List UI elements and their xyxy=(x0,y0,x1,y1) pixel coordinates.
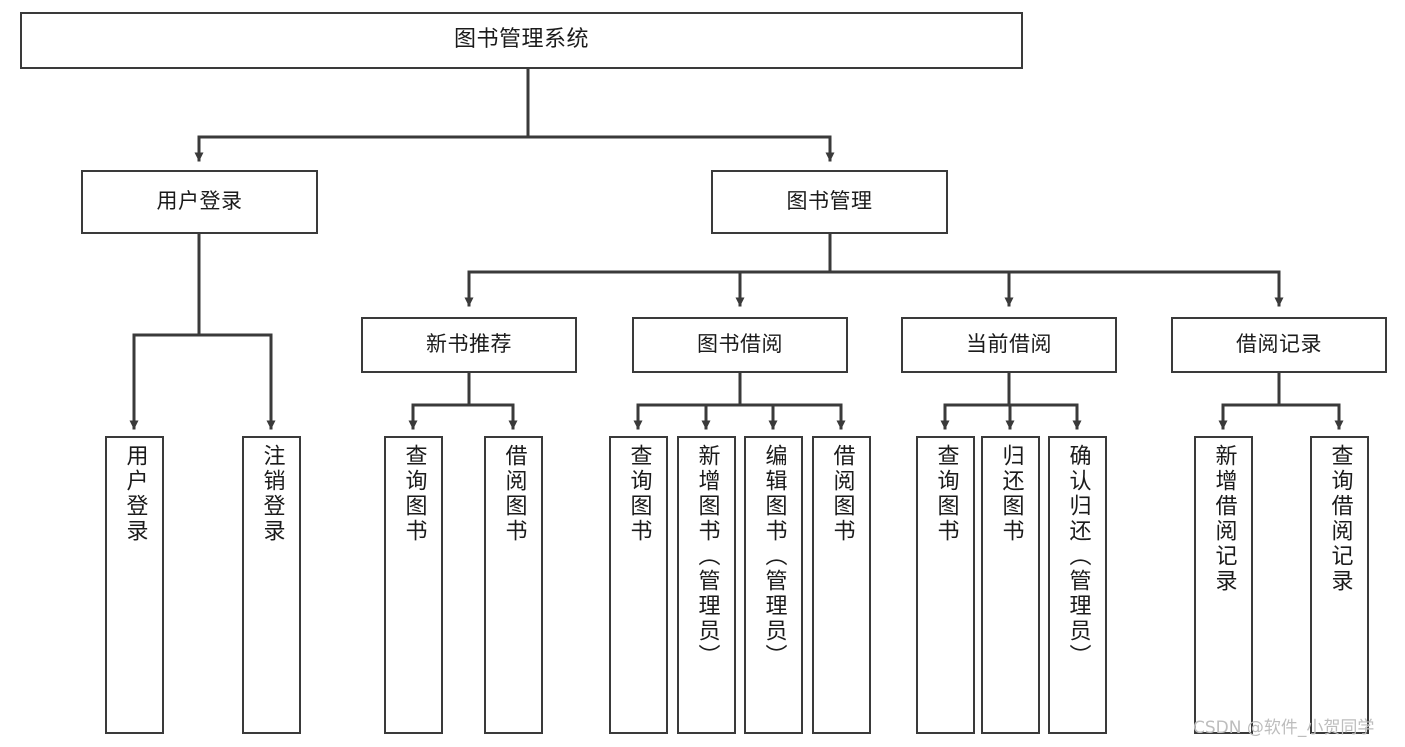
node-label: 新增借阅记录 xyxy=(1211,444,1237,594)
node-label: 用户登录 xyxy=(122,444,148,544)
node-label: 当前借阅 xyxy=(966,332,1052,357)
node-label: 图书管理 xyxy=(786,189,873,214)
leaf-user-login-login[interactable]: 用户登录 xyxy=(105,436,164,734)
node-label: 查询图书 xyxy=(626,444,652,544)
node-label: 借阅图书 xyxy=(829,444,855,544)
node-label: 确认归还（管理员） xyxy=(1065,444,1091,669)
leaf-current-borrow-return-book[interactable]: 归还图书 xyxy=(981,436,1040,734)
node-new-book-recommend[interactable]: 新书推荐 xyxy=(361,317,577,373)
leaf-book-borrow-edit-book-admin[interactable]: 编辑图书（管理员） xyxy=(744,436,803,734)
node-label: 借阅图书 xyxy=(501,444,527,544)
node-book-borrow[interactable]: 图书借阅 xyxy=(632,317,848,373)
node-label: 借阅记录 xyxy=(1236,332,1322,357)
leaf-new-book-borrow-book[interactable]: 借阅图书 xyxy=(484,436,543,734)
node-label: 查询图书 xyxy=(933,444,959,544)
leaf-new-book-query-book[interactable]: 查询图书 xyxy=(384,436,443,734)
node-borrow-record[interactable]: 借阅记录 xyxy=(1171,317,1387,373)
node-label: 查询图书 xyxy=(401,444,427,544)
leaf-current-borrow-confirm-return-admin[interactable]: 确认归还（管理员） xyxy=(1048,436,1107,734)
node-label: 新书推荐 xyxy=(426,332,512,357)
node-label: 用户登录 xyxy=(156,189,243,214)
leaf-current-borrow-query-book[interactable]: 查询图书 xyxy=(916,436,975,734)
leaf-borrow-record-query-record[interactable]: 查询借阅记录 xyxy=(1310,436,1369,734)
leaf-book-borrow-borrow-book[interactable]: 借阅图书 xyxy=(812,436,871,734)
node-root-book-management-system[interactable]: 图书管理系统 xyxy=(20,12,1023,69)
node-label: 图书管理系统 xyxy=(453,27,589,53)
watermark: CSDN @软件_小贺同学 xyxy=(1193,718,1375,738)
node-current-borrow[interactable]: 当前借阅 xyxy=(901,317,1117,373)
node-label: 归还图书 xyxy=(998,444,1024,544)
node-book-management[interactable]: 图书管理 xyxy=(711,170,948,234)
node-user-login[interactable]: 用户登录 xyxy=(81,170,318,234)
leaf-borrow-record-add-record[interactable]: 新增借阅记录 xyxy=(1194,436,1253,734)
leaf-book-borrow-query-book[interactable]: 查询图书 xyxy=(609,436,668,734)
leaf-user-login-logout[interactable]: 注销登录 xyxy=(242,436,301,734)
node-label: 图书借阅 xyxy=(697,332,783,357)
node-label: 新增图书（管理员） xyxy=(694,444,720,669)
node-label: 注销登录 xyxy=(259,444,285,544)
leaf-book-borrow-add-book-admin[interactable]: 新增图书（管理员） xyxy=(677,436,736,734)
node-label: 编辑图书（管理员） xyxy=(761,444,787,669)
node-label: 查询借阅记录 xyxy=(1327,444,1353,594)
